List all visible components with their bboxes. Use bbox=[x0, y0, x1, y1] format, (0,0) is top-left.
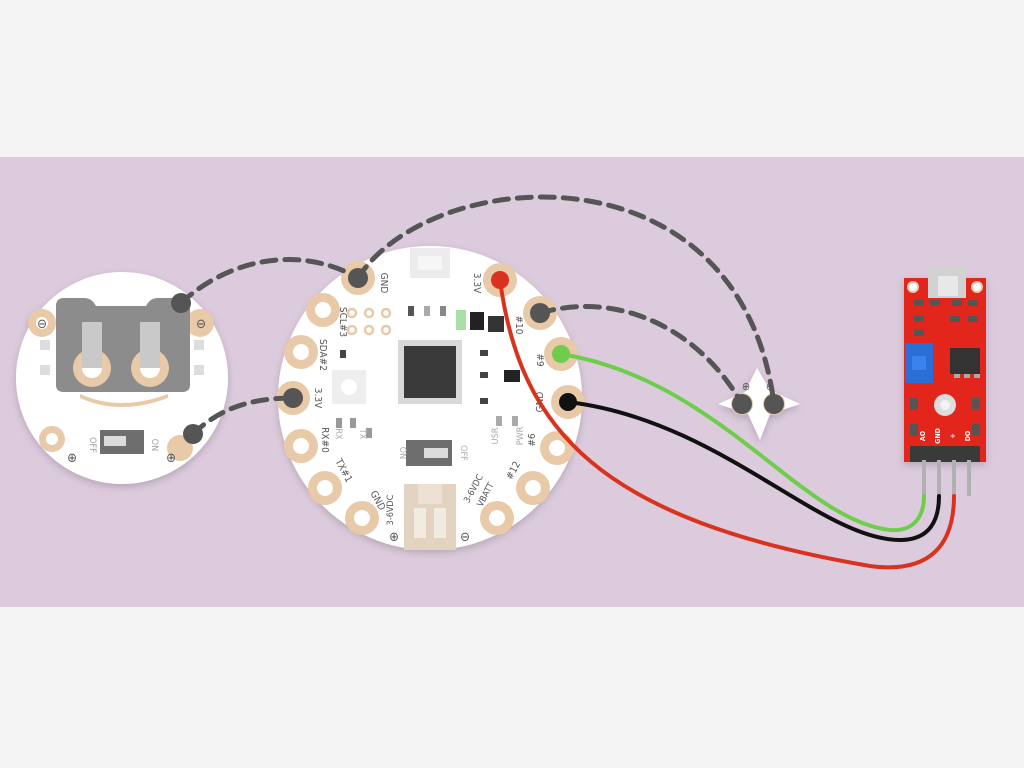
label-switch-on: ON bbox=[397, 447, 407, 459]
battery-switch-knob[interactable] bbox=[104, 436, 126, 446]
battery-minus-left: ⊖ bbox=[37, 317, 47, 332]
label-3v3-left: 3.3V bbox=[312, 388, 323, 409]
label-sda2: SDA#2 bbox=[317, 339, 328, 371]
op-amp-chip bbox=[950, 348, 980, 374]
dashed-wire-gemma-10-to-led-plus[interactable] bbox=[537, 304, 745, 407]
solid-wire-endpoints bbox=[491, 271, 577, 411]
label-rx: RX bbox=[333, 428, 343, 440]
label-6: #6 bbox=[527, 433, 538, 447]
label-gnd-top: GND bbox=[378, 273, 389, 294]
coin-cell-battery-holder[interactable]: OFF ON ⊖ ⊖ ⊕ ⊕ bbox=[16, 272, 228, 484]
led-sequin-body bbox=[718, 368, 800, 440]
solid-wires bbox=[498, 278, 956, 570]
sound-sensor-components bbox=[905, 266, 983, 462]
battery-plus-right: ⊕ bbox=[166, 451, 176, 466]
label-bottom-minus: ⊖ bbox=[460, 530, 470, 545]
dashed-wire-battery-plus-to-gemma-3v3[interactable] bbox=[190, 395, 296, 437]
label-9: #9 bbox=[534, 353, 545, 367]
dashed-wire-battery-minus-to-gemma-gnd[interactable] bbox=[178, 257, 361, 306]
label-switch-off: OFF bbox=[458, 445, 468, 461]
pin-label-plus: + bbox=[949, 433, 957, 438]
dashed-wire-endpoints bbox=[171, 268, 784, 444]
label-bottom-plus: ⊕ bbox=[389, 530, 399, 545]
dashed-wire-gemma-gnd-to-led-minus[interactable] bbox=[355, 194, 777, 407]
label-3v3-top: 3.3V bbox=[471, 273, 482, 294]
battery-pad-top-right bbox=[186, 309, 214, 337]
led-sequin-plus-label: ⊕ bbox=[742, 380, 750, 393]
label-rx0: RX#0 bbox=[319, 427, 330, 453]
label-usr: USR bbox=[491, 427, 501, 444]
green-wire-9-to-sensor-ao[interactable] bbox=[559, 352, 926, 533]
gemma-components bbox=[332, 248, 520, 550]
battery-on-label: ON bbox=[149, 439, 159, 451]
battery-off-label: OFF bbox=[87, 437, 97, 453]
pin-label-do: DO bbox=[964, 430, 972, 441]
battery-plus-left: ⊕ bbox=[67, 451, 77, 466]
label-tx: TX bbox=[357, 428, 367, 440]
gemma-pads bbox=[276, 261, 585, 535]
gemma-power-switch-knob[interactable] bbox=[424, 448, 448, 458]
label-3-6vdc: 3-6VDC bbox=[386, 494, 396, 525]
label-scl3: SCL#3 bbox=[337, 307, 348, 337]
battery-minus-right: ⊖ bbox=[196, 317, 206, 332]
pin-label-ao: AO bbox=[919, 430, 927, 441]
sound-sensor-pin-labels: AO GND + DO bbox=[919, 428, 972, 444]
pin-label-gnd: GND bbox=[934, 428, 942, 444]
black-wire-gnd-to-sensor-gnd[interactable] bbox=[566, 400, 941, 543]
label-pwr: PWR bbox=[516, 426, 526, 445]
label-10: #10 bbox=[513, 316, 524, 335]
red-wire-3v3-to-sensor-vcc[interactable] bbox=[498, 278, 956, 570]
dashed-wires bbox=[178, 194, 777, 437]
sound-sensor-header-pins bbox=[922, 460, 971, 496]
